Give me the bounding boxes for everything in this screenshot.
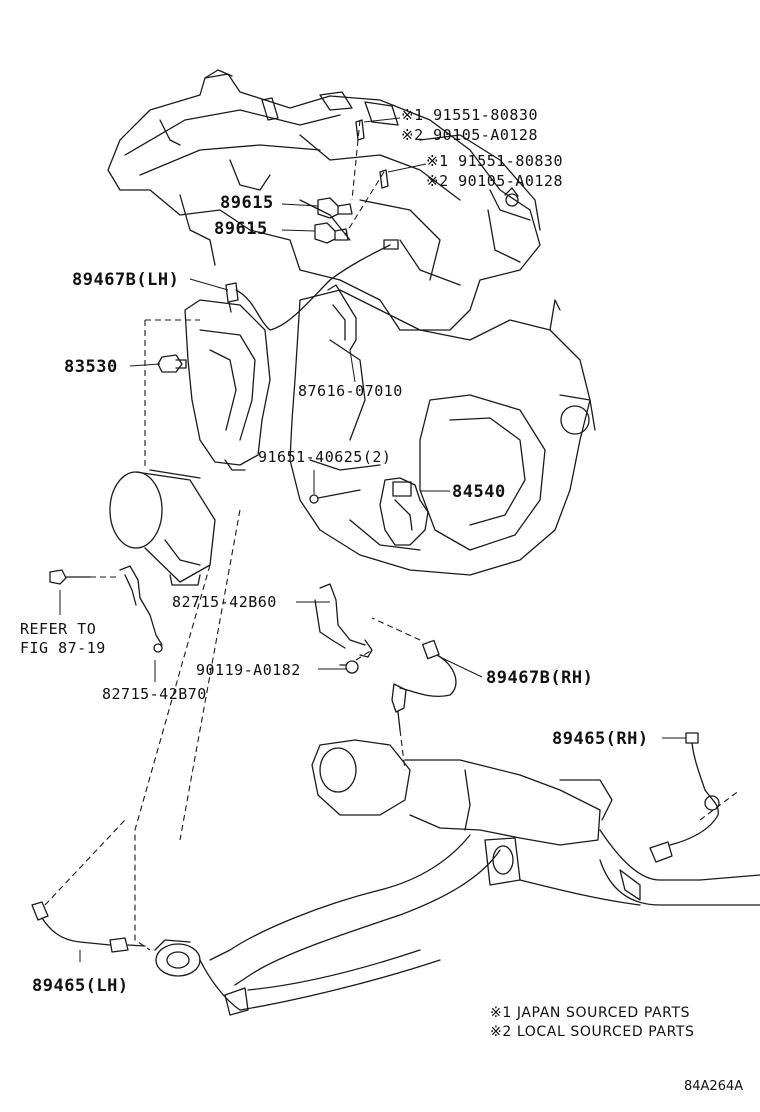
bracket-82715-42B60: [314, 583, 373, 658]
front-exhaust-pipe: [154, 739, 760, 1016]
callout-82715-42b70: 82715-42B70: [102, 685, 207, 703]
sensor-83530: [157, 354, 187, 373]
bracket-82715-42B70: [119, 565, 163, 653]
front-catalyst-lh: [184, 299, 271, 471]
callout-84540: 84540: [452, 482, 506, 502]
o2-sensor-rear-rh: [649, 732, 720, 863]
transaxle-outline: [289, 289, 596, 576]
assembly-dash-lines: [44, 119, 741, 951]
callout-82715-42b60: 82715-42B60: [172, 593, 277, 611]
heat-insulator-87616: [327, 284, 357, 351]
bolt-91651: [309, 489, 361, 504]
legend-note-local: ※2 LOCAL SOURCED PARTS: [490, 1024, 695, 1040]
knock-sensor-lower: [314, 222, 349, 244]
o2-sensor-rear-lh: [31, 901, 146, 953]
callout-89467b-rh: 89467B(RH): [486, 668, 594, 688]
callout-bolt-top-1-local: ※2 90105-A0128: [401, 126, 538, 144]
callout-89465-lh: 89465(LH): [32, 976, 129, 996]
leader-lines: [59, 117, 686, 962]
callout-refer-to-line1: REFER TO: [20, 620, 97, 638]
callout-90119-a0182: 90119-A0182: [196, 661, 301, 679]
bolt-refer: [49, 569, 91, 585]
park-neutral-switch: [379, 477, 429, 546]
o2-sensor-front-rh: [391, 639, 457, 731]
callout-91651-40625: 91651-40625(2): [258, 448, 392, 466]
legend-note-japan: ※1 JAPAN SOURCED PARTS: [490, 1005, 691, 1021]
callout-refer-to-line2: FIG 87-19: [20, 639, 106, 657]
diagram-code: 84A264A: [684, 1079, 744, 1094]
callout-bolt-top-2-local: ※2 90105-A0128: [426, 172, 563, 190]
callout-89467b-lh: 89467B(LH): [72, 270, 180, 290]
callout-83530: 83530: [64, 357, 118, 377]
engine-outline: [107, 69, 541, 331]
clamp-90119: [339, 660, 359, 674]
callout-bolt-top-2-japan: ※1 91551-80830: [426, 152, 563, 170]
callout-89615-lower: 89615: [214, 219, 268, 239]
exhaust-pipe-cylinder: [109, 469, 216, 586]
o2-sensor-front-lh: [225, 239, 399, 331]
callout-bolt-top-1-japan: ※1 91551-80830: [401, 106, 538, 124]
callout-89465-rh: 89465(RH): [552, 729, 649, 749]
knock-sensor-upper: [317, 197, 353, 219]
callout-89615-upper: 89615: [220, 193, 274, 213]
bolt-top-2: [379, 169, 389, 189]
callout-87616-07010: 87616-07010: [298, 382, 403, 400]
